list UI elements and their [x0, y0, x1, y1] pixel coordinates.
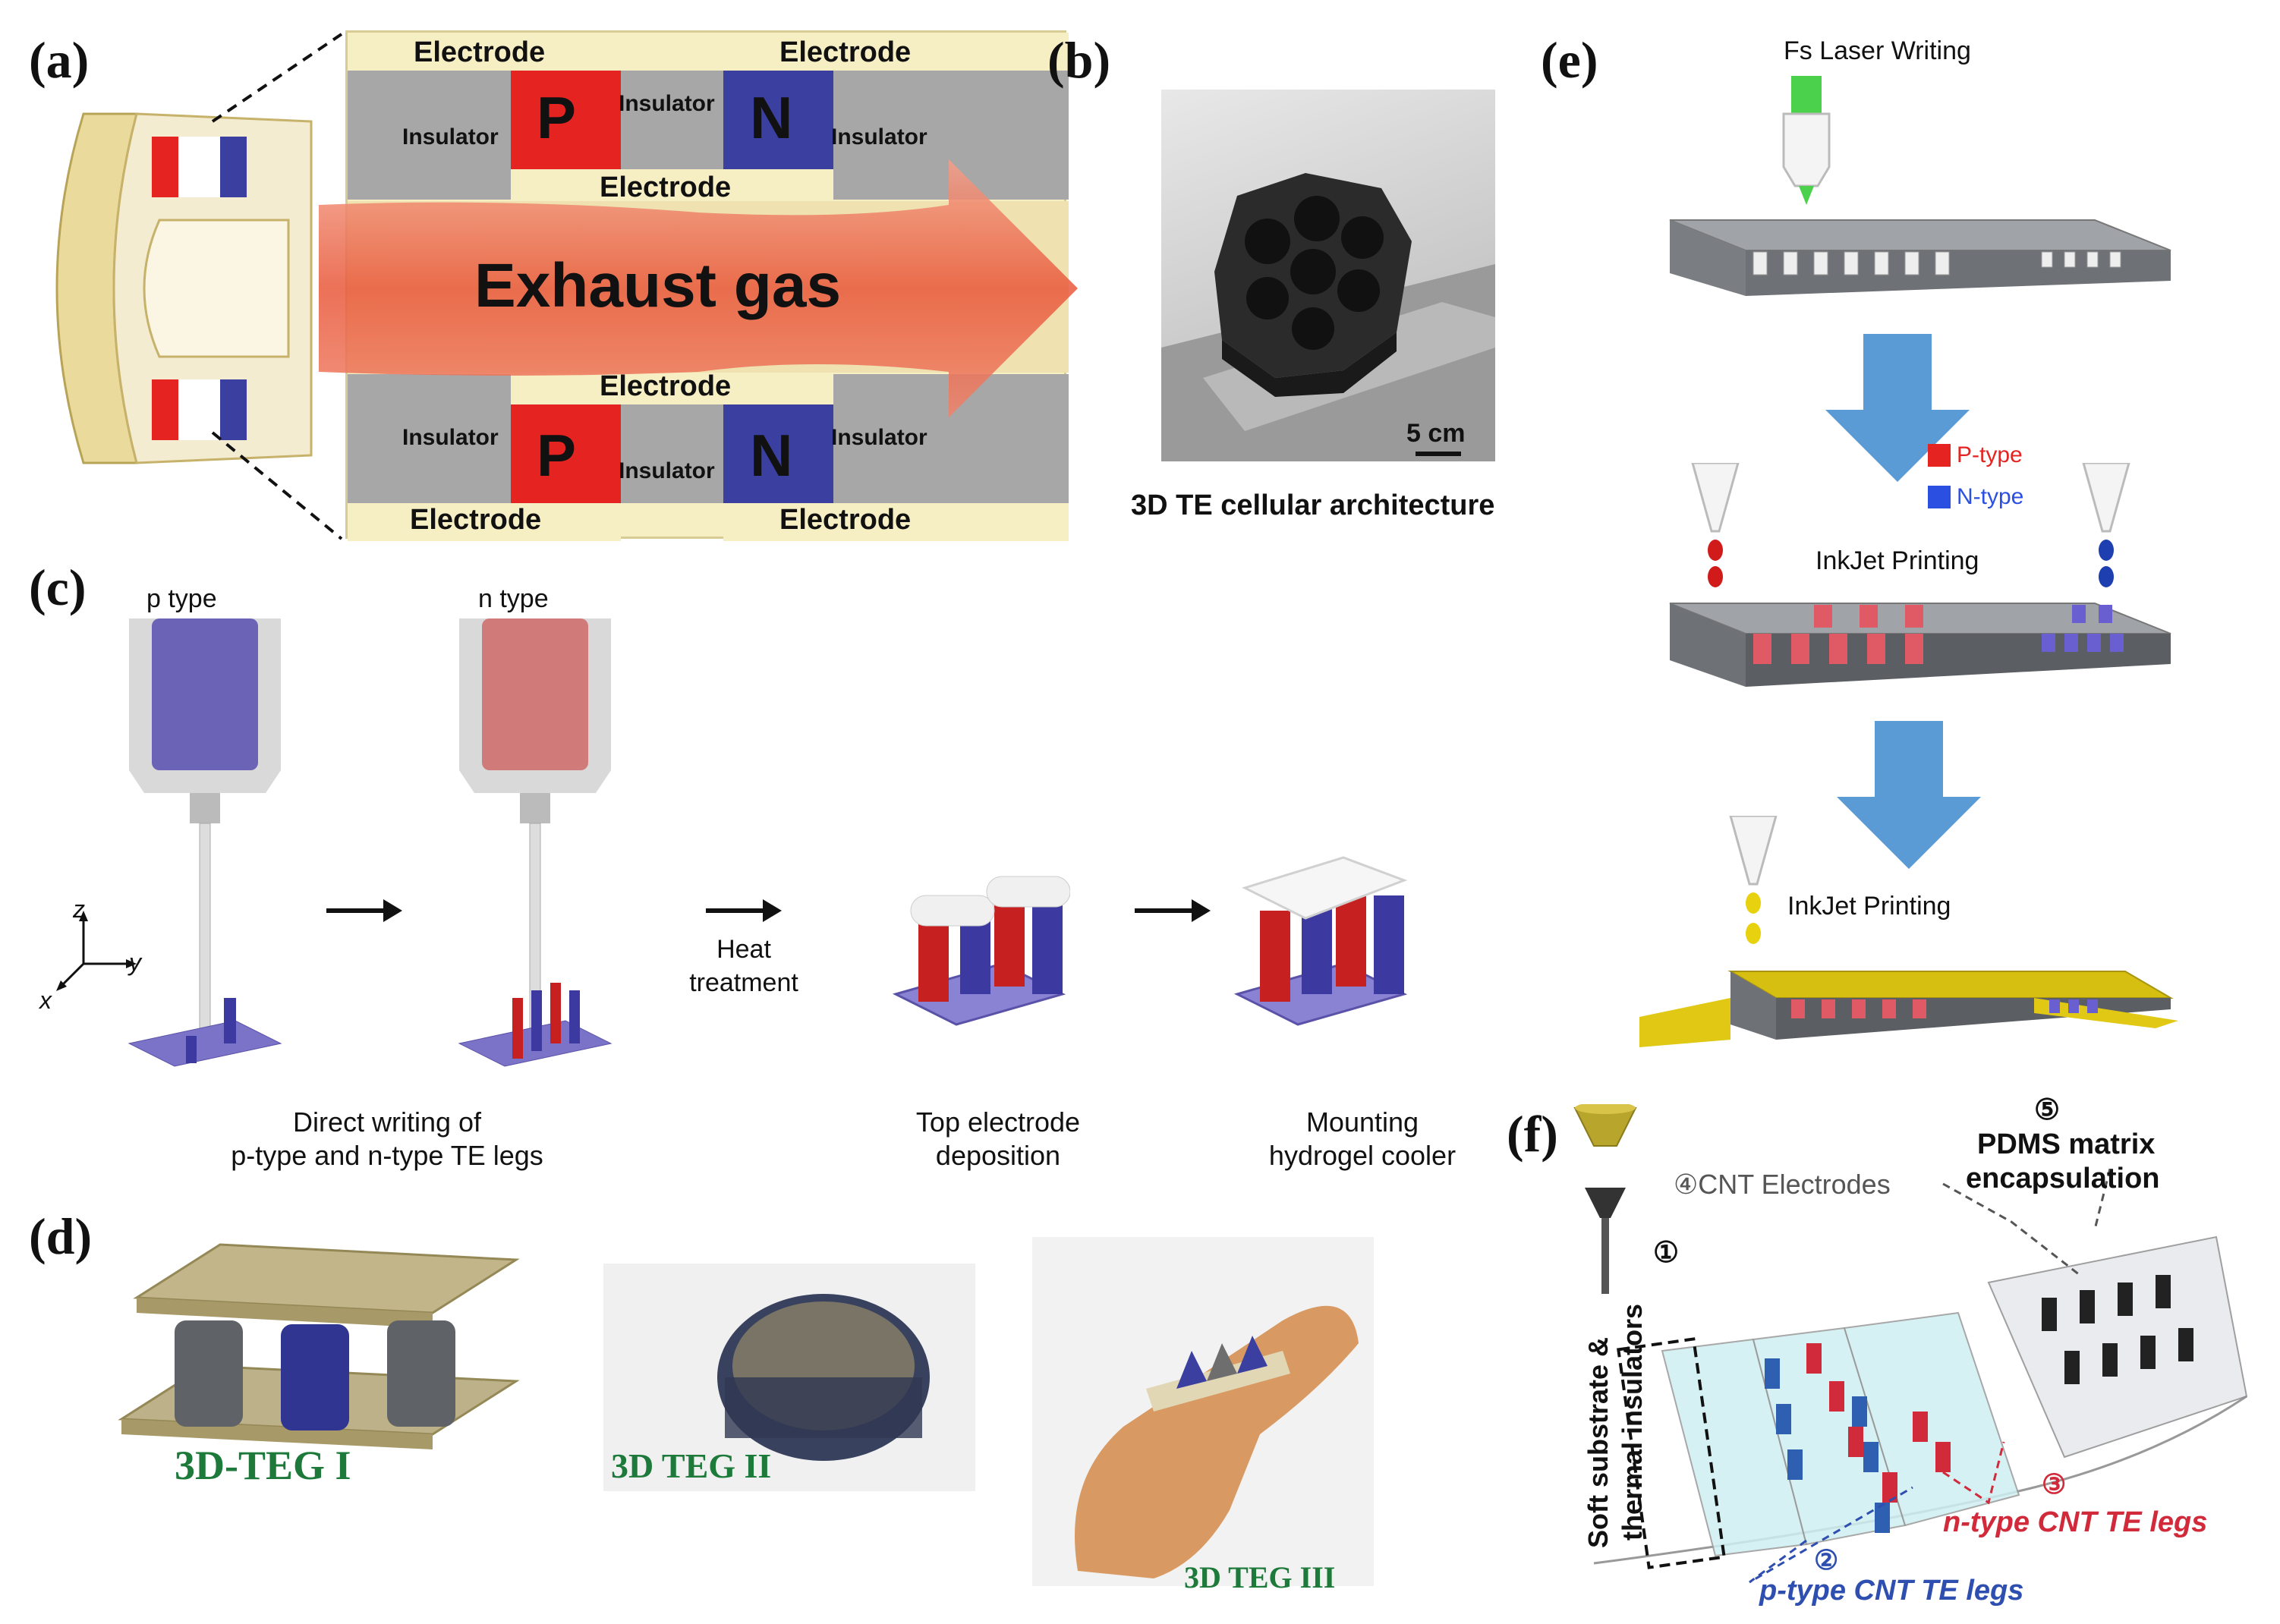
- n-label: N: [750, 84, 793, 151]
- n-type-legend-label: N-type: [1957, 484, 2024, 509]
- step2-number: ②: [1814, 1544, 1839, 1575]
- substrate-inkjet-pn: [1669, 603, 2171, 687]
- down-arrow-icon: [1837, 721, 1981, 869]
- axis-x-label: x: [39, 987, 52, 1014]
- p-type-label: p type: [146, 584, 217, 613]
- n-label: N: [750, 422, 793, 489]
- panel-label-d: (d): [29, 1207, 93, 1265]
- heat-label-line1: Heat: [716, 935, 771, 964]
- panel-label-e: (e): [1541, 31, 1598, 89]
- arrow-right-icon: [706, 899, 782, 922]
- teg-iii-label: 3D TEG III: [1184, 1560, 1336, 1594]
- step1-label-line2: thermal insulators: [1617, 1303, 1648, 1541]
- scale-bar: [1416, 452, 1461, 456]
- n-type-label: n type: [478, 584, 549, 613]
- teg-iii-photo: [1032, 1237, 1374, 1586]
- teg-i-illustration: [118, 1243, 520, 1449]
- dispenser-n-type: [458, 618, 613, 1067]
- insulator-label: Insulator: [619, 458, 715, 483]
- electrode-label-top-left: Electrode: [414, 36, 546, 68]
- heat-label-line2: treatment: [689, 968, 798, 997]
- inkjet-nozzle-yellow: [1729, 816, 1778, 944]
- axes-icon: [56, 911, 137, 991]
- step1-label-2: thermal insulators: [1617, 1304, 1649, 1541]
- insulator-label: Insulator: [402, 124, 499, 149]
- step4-label: ④CNT Electrodes: [1674, 1169, 1891, 1200]
- inkjet-nozzle-blue: [2082, 463, 2130, 587]
- step5-label-line1: PDMS matrix: [1977, 1128, 2156, 1160]
- step3-number: ③: [2042, 1468, 2067, 1500]
- p-type-legend-swatch: [1928, 444, 1951, 467]
- step3-label-line2: hydrogel cooler: [1268, 1140, 1456, 1171]
- exhaust-pipe-illustration: [55, 112, 313, 464]
- axis-y-label: y: [129, 949, 141, 976]
- dispenser-p-type: [128, 618, 282, 1067]
- substrate-inkjet-electrode: [1639, 971, 2178, 1047]
- step1-label-line1: Direct writing of: [292, 1106, 482, 1138]
- insulator-label: Insulator: [831, 425, 927, 450]
- step3-label-line1: Mounting: [1305, 1106, 1419, 1138]
- teg-i-label: 3D-TEG I: [175, 1443, 351, 1488]
- fs-laser-label: Fs Laser Writing: [1784, 36, 1971, 65]
- exhaust-gas-label: Exhaust gas: [474, 251, 842, 320]
- p-label: P: [537, 84, 577, 151]
- substrate-laser: [1669, 219, 2171, 296]
- inkjet-label-1: InkJet Printing: [1815, 546, 1979, 575]
- teg-ii-label: 3D TEG II: [611, 1446, 772, 1485]
- step5-label-line2: encapsulation: [1966, 1163, 2160, 1194]
- caption-b: 3D TE cellular architecture: [1131, 489, 1495, 521]
- step2-label-line2: deposition: [935, 1140, 1061, 1171]
- inkjet-label-2: InkJet Printing: [1787, 892, 1951, 921]
- p-label: P: [537, 422, 577, 489]
- teg-ii-photo: [603, 1264, 975, 1491]
- step1-label: Soft substrate &: [1582, 1337, 1614, 1548]
- insulator-label: Insulator: [619, 91, 715, 116]
- electrode-label-mid-top: Electrode: [600, 172, 732, 203]
- panel-label-b: (b): [1047, 31, 1111, 89]
- electrode-label-top-right: Electrode: [779, 36, 912, 68]
- arrow-right-icon: [1135, 899, 1211, 922]
- step1-label-line1: Soft substrate &: [1582, 1336, 1614, 1548]
- step1-number: ①: [1653, 1237, 1680, 1269]
- panel-label-f: (f): [1507, 1105, 1558, 1163]
- electrode-label-bottom-right: Electrode: [779, 504, 912, 536]
- cellular-architecture-photo: [1161, 90, 1495, 461]
- step2-label-line1: Top electrode: [915, 1106, 1081, 1138]
- insulator-label: Insulator: [831, 124, 927, 149]
- scale-bar-label: 5 cm: [1406, 419, 1466, 448]
- p-type-legend-label: P-type: [1957, 442, 2023, 467]
- step3-label: n-type CNT TE legs: [1943, 1506, 2208, 1538]
- panel-label-a: (a): [29, 31, 90, 89]
- step1-label-line2: p-type and n-type TE legs: [231, 1140, 543, 1171]
- down-arrow-icon: [1825, 334, 1970, 482]
- laser-icon: [1782, 76, 1831, 205]
- axis-z-label: z: [73, 895, 85, 923]
- printer-nozzle-icon: [1573, 1104, 1637, 1294]
- arrow-right-icon: [326, 899, 402, 922]
- exhaust-arrow: [319, 159, 1078, 417]
- n-type-legend-swatch: [1928, 486, 1951, 508]
- electrode-label-mid-bottom: Electrode: [600, 370, 732, 402]
- panel-label-c: (c): [29, 559, 87, 616]
- electrode-label-bottom-left: Electrode: [410, 504, 542, 536]
- hydrogel-device: [1233, 856, 1408, 1026]
- insulator-label: Insulator: [402, 425, 499, 450]
- zoom-dashed-lines: [211, 33, 343, 540]
- step5-number: ⑤: [2034, 1094, 2061, 1126]
- step2-label: p-type CNT TE legs: [1759, 1575, 2024, 1607]
- cnt-device-illustration: [1593, 1169, 2248, 1584]
- top-electrode-device: [892, 876, 1070, 1026]
- inkjet-nozzle-red: [1691, 463, 1740, 587]
